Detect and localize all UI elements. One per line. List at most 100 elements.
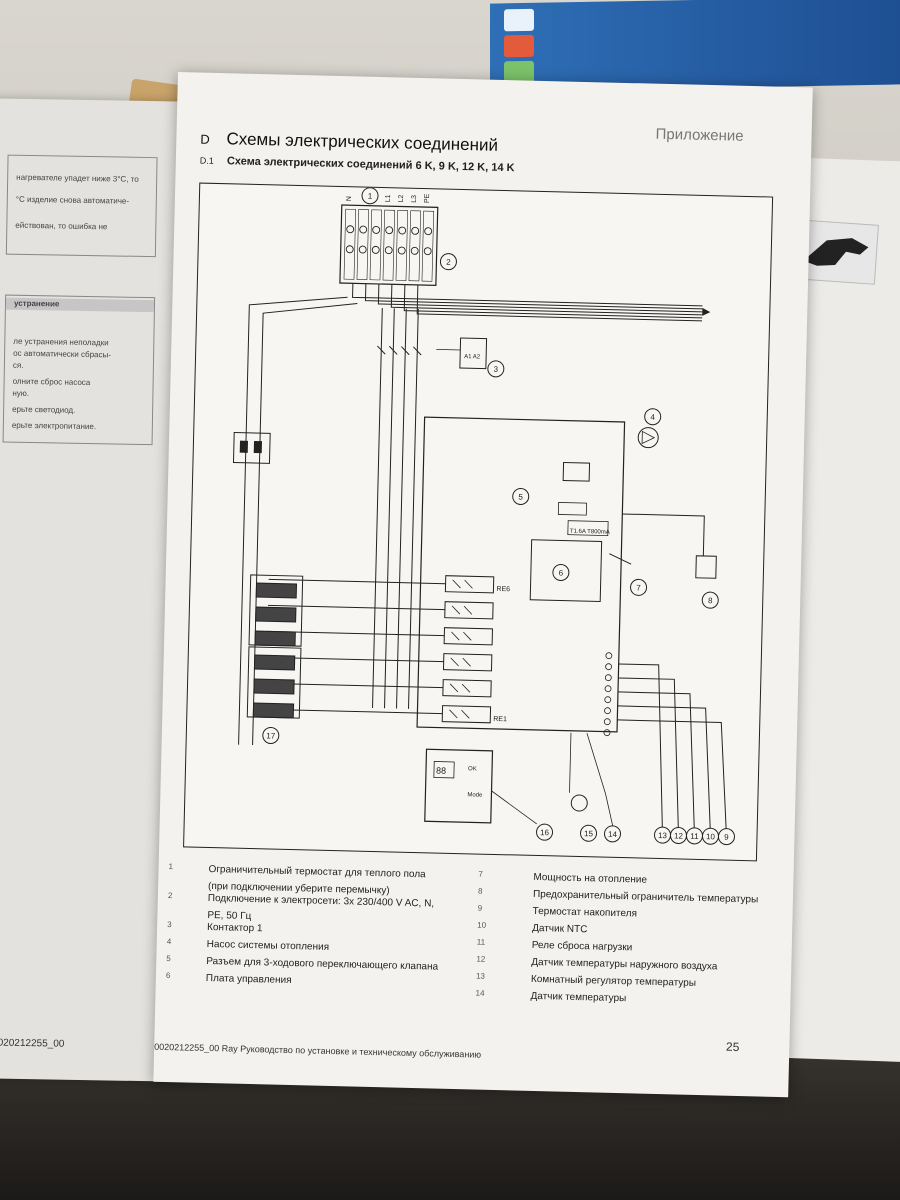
callout-number: 8 (708, 596, 713, 605)
left-row: °C изделие снова автоматиче- (15, 194, 130, 206)
neutral-wire (238, 296, 348, 745)
terminal-screw (345, 245, 354, 254)
relay-wire (266, 656, 444, 663)
appendix-label: Приложение (655, 125, 744, 145)
manual-page: Приложение D Схемы электрических соедине… (153, 72, 813, 1098)
power-switch (609, 553, 632, 565)
legend-number: 14 (475, 988, 485, 998)
callout-number: 4 (650, 413, 655, 422)
terminal-slot (408, 210, 421, 282)
terminal-screw (385, 226, 394, 235)
contactor (459, 337, 488, 370)
heating-element (253, 654, 296, 671)
legend-text: Ограничительный термостат для теплого по… (208, 863, 426, 881)
legend-text: Насос системы отопления (206, 938, 330, 953)
sensor-wire (618, 663, 664, 836)
relay-coil (450, 657, 471, 667)
bus-wire (352, 283, 703, 307)
blue-booklet (490, 0, 900, 92)
terminal-slot (356, 209, 369, 280)
legend-text: Подключение к электросети: 3x 230/400 V … (207, 892, 435, 910)
user-panel (424, 748, 494, 824)
callout-circle (717, 828, 735, 846)
terminal-label: PE (424, 193, 431, 203)
left-table-header: устранение (5, 297, 155, 313)
legend: 1 Ограничительный термостат для теплого п… (159, 862, 794, 1004)
button-label: OK (468, 766, 477, 772)
jumper (239, 440, 249, 453)
sensor-wire (617, 719, 727, 837)
pump-symbol (641, 430, 656, 445)
callout-number: 2 (446, 258, 451, 267)
left-row: ся. (12, 360, 24, 370)
terminal-screw (410, 246, 419, 255)
legend-text: Предохранительный ограничитель температу… (532, 888, 759, 906)
legend-text: Мощность на отопление (533, 871, 648, 886)
heating-element (255, 582, 298, 599)
control-board (416, 416, 626, 733)
callout-number: 5 (518, 492, 523, 501)
contactor-switch (400, 346, 410, 356)
floor-thermostat (232, 431, 271, 464)
callout-circle (361, 187, 379, 205)
legend-number: 4 (166, 936, 172, 947)
relay-k1 (562, 462, 591, 482)
callout-circle (701, 591, 719, 609)
bus-wire (364, 283, 703, 310)
sensor-wire (617, 691, 695, 836)
left-table-2: устранение ле устранения неполадки ос ав… (2, 294, 156, 446)
subsection-number: D.1 (199, 155, 214, 166)
terminal-block (339, 204, 439, 286)
callout-number: 1 (368, 192, 373, 201)
terminal-screw (371, 245, 380, 254)
relay-wire (266, 682, 444, 689)
bus-wire (377, 283, 703, 313)
legend-number: 6 (165, 970, 171, 981)
legend-number: 7 (478, 869, 484, 879)
connector-j2 (557, 502, 587, 516)
relay-wire (265, 708, 443, 715)
legend-number: 12 (476, 954, 486, 964)
safety-limiter (695, 555, 717, 579)
relay (441, 705, 492, 724)
heater-group (246, 646, 302, 719)
logo-card (793, 219, 879, 285)
display-text: 88 (436, 766, 446, 776)
legend-number: 10 (477, 920, 487, 930)
sticker-icon (504, 8, 534, 32)
legend-number: 1 (168, 862, 174, 872)
callout-number: 9 (724, 833, 729, 842)
terminal-screw (358, 245, 367, 254)
relay (442, 679, 492, 698)
callout-circle (536, 823, 554, 841)
phase-wire (408, 308, 419, 709)
k8-pin (604, 707, 611, 715)
terminal-screw (346, 225, 355, 234)
callout-circle (630, 578, 648, 596)
left-row: ную. (12, 388, 30, 398)
legend-number: 5 (166, 953, 171, 964)
contactor-label: A1 A2 (464, 354, 481, 360)
legend-text: Датчик температуры (530, 990, 627, 1005)
heater-group (248, 574, 304, 647)
legend-text: Разъем для 3-ходового переключающего кла… (206, 955, 439, 973)
left-row: олните сброс насоса (12, 376, 91, 388)
contactor-switch (389, 345, 398, 355)
callout-circle (512, 488, 530, 506)
terminal-screw (397, 246, 406, 255)
terminal-screw (384, 246, 393, 255)
subsection-title-text: Схема электрических соединений 6 K, 9 K,… (226, 155, 515, 175)
callout-number: 3 (493, 365, 498, 374)
k8-pin (603, 718, 611, 726)
callout-number: 6 (559, 568, 564, 577)
k8-pin (605, 663, 612, 671)
terminal-slot (382, 209, 395, 281)
relay-wire (267, 604, 445, 611)
terminal-slot (343, 208, 357, 280)
heating-element (254, 630, 296, 647)
callout-circle (262, 726, 280, 744)
callout-number: 13 (658, 831, 668, 840)
legend-text: Датчик NTC (532, 922, 588, 936)
sensor-wire (618, 677, 679, 836)
